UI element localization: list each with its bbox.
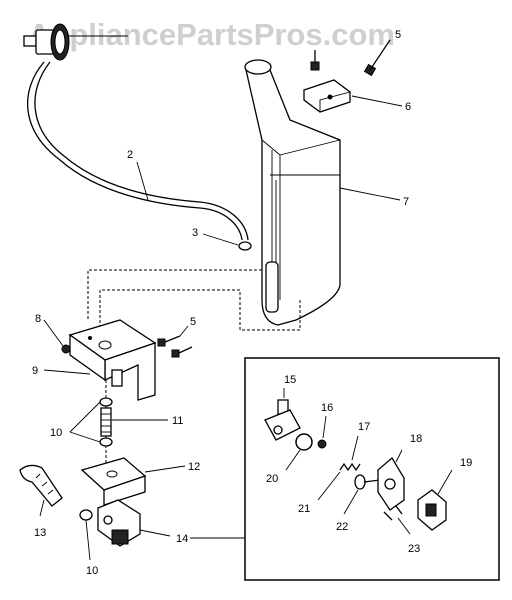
dashed-guide-2	[99, 289, 301, 340]
solenoid-coil-part	[417, 469, 453, 531]
lower-bracket-part	[80, 457, 186, 506]
callout-5-mid: 5	[190, 316, 196, 328]
callout-23: 23	[408, 543, 420, 555]
mount-plate-part	[377, 449, 405, 511]
leader-7	[339, 187, 401, 201]
mount-bracket-part	[68, 319, 157, 401]
clamp-part	[202, 233, 252, 251]
seal-part	[317, 415, 327, 449]
spring-part	[317, 435, 361, 501]
screw-part-mid	[157, 325, 193, 358]
callout-2: 2	[127, 149, 133, 161]
callout-20: 20	[266, 473, 278, 485]
callout-6: 6	[405, 101, 411, 113]
callout-9: 9	[32, 365, 38, 377]
callout-10-upper: 10	[50, 427, 62, 439]
callout-10-lower: 10	[86, 565, 98, 577]
callout-8: 8	[35, 313, 41, 325]
screw-part-inset	[383, 505, 411, 535]
callout-14: 14	[176, 533, 188, 545]
callout-21: 21	[298, 503, 310, 515]
water-valve-part	[97, 499, 171, 547]
clamp-ring-part	[79, 509, 93, 561]
callout-16: 16	[321, 402, 333, 414]
callout-5-top: 5	[395, 29, 401, 41]
callout-13: 13	[34, 527, 46, 539]
bracket-part	[303, 79, 403, 113]
callout-18: 18	[410, 433, 422, 445]
inset-frame	[244, 357, 500, 581]
plunger-part	[343, 474, 381, 515]
callout-19: 19	[460, 457, 472, 469]
connector-part	[23, 23, 128, 61]
dashed-guide-1	[87, 269, 262, 320]
screw-part-top	[310, 39, 391, 77]
callout-22: 22	[336, 521, 348, 533]
callout-7: 7	[403, 196, 409, 208]
nut-part	[43, 319, 71, 354]
callout-11: 11	[172, 415, 183, 427]
leader-10a	[69, 401, 101, 433]
callout-12: 12	[188, 461, 200, 473]
leader-10b	[69, 431, 101, 443]
callout-15: 15	[284, 374, 296, 386]
callout-17: 17	[358, 421, 370, 433]
o-ring-part	[285, 433, 313, 471]
reservoir-part	[244, 59, 341, 326]
hose-elbow-part	[19, 464, 63, 517]
washer-filter-part	[99, 397, 113, 447]
tube-part	[27, 61, 249, 241]
valve-body-part	[264, 388, 301, 441]
watermark-text: AppliancePartsPros.com	[28, 17, 395, 52]
leader-9	[43, 369, 91, 375]
callout-3: 3	[192, 227, 198, 239]
leader-2	[136, 161, 149, 201]
